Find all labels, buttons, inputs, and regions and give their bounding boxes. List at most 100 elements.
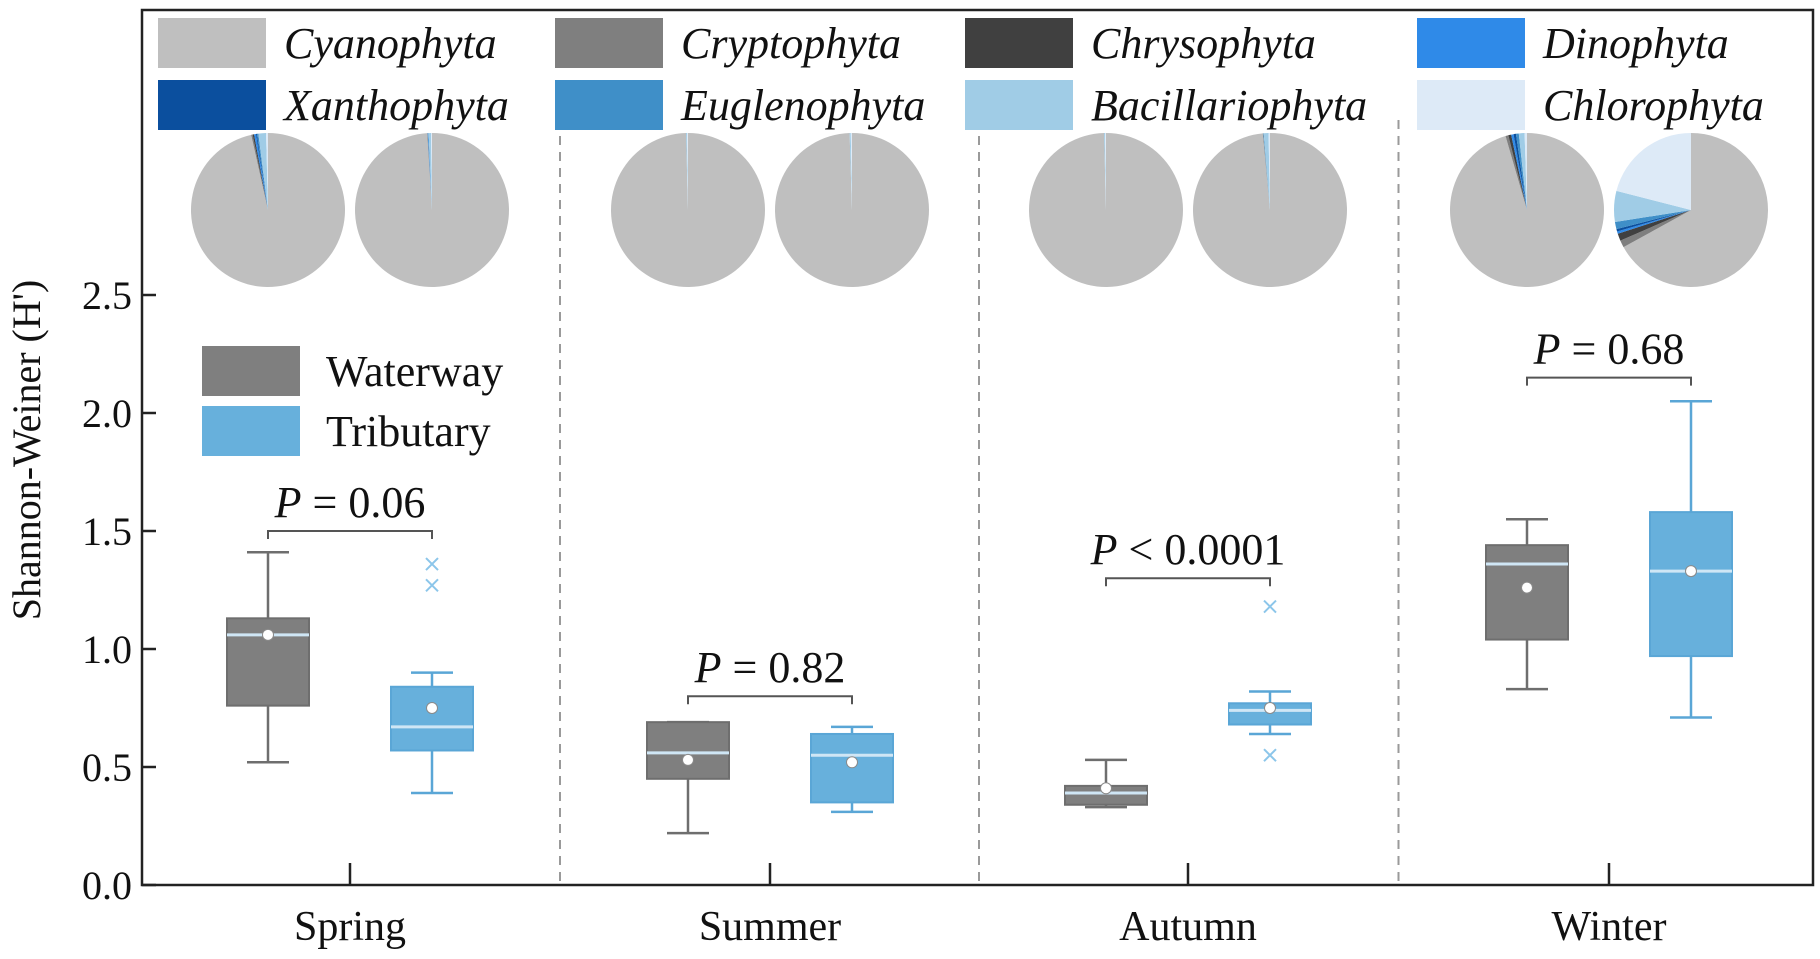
- box-iqr: [390, 685, 474, 752]
- p-value-text: = 0.06: [302, 478, 426, 527]
- legend-swatch-chlorophyta: [1417, 80, 1525, 130]
- mean-point: [682, 753, 694, 766]
- mean-point: [262, 628, 274, 641]
- legend-swatch-waterway: [202, 346, 300, 396]
- season-label-winter: Winter: [1552, 904, 1667, 950]
- p-symbol: P: [694, 643, 722, 692]
- pie-slice-dinophyta: [1617, 210, 1691, 234]
- box-iqr: [1649, 511, 1733, 658]
- pie-spring-tributary: [355, 133, 510, 288]
- pie-slice-euglenophyta: [256, 133, 268, 210]
- outlier-point: [425, 557, 439, 571]
- pie-charts: [191, 133, 1768, 288]
- pie-slice-chlorophyta: [1268, 133, 1270, 210]
- legend-label-chrysophyta: Chrysophyta: [1091, 19, 1316, 68]
- pie-slice-bacillariophyta: [1263, 133, 1270, 210]
- y-tick-label: 1.0: [82, 627, 132, 672]
- legend-swatch-tributary: [202, 406, 300, 456]
- pie-slice-euglenophyta: [428, 133, 432, 210]
- box-autumn-tributary: [1228, 599, 1312, 762]
- plot-frame: [140, 8, 1815, 887]
- box-winter-tributary: [1649, 399, 1733, 719]
- outlier-point: [425, 578, 439, 592]
- pie-slice-bacillariophyta: [1518, 133, 1527, 210]
- pie-slice-dinophyta: [1511, 134, 1527, 210]
- p-annotation-autumn: P < 0.0001: [1090, 525, 1286, 587]
- pie-slice-cyanophyta: [1623, 133, 1768, 287]
- pie-slice-bacillariophyta: [686, 133, 688, 210]
- pie-slice-cryptophyta: [1620, 210, 1691, 248]
- pie-slice-cryptophyta: [427, 133, 432, 210]
- season-label-spring: Spring: [294, 904, 406, 950]
- pie-slice-cryptophyta: [1505, 135, 1527, 210]
- pie-slice-chlorophyta: [1524, 133, 1527, 210]
- p-value-label: P = 0.82: [694, 643, 846, 692]
- legend-label-waterway: Waterway: [326, 347, 503, 396]
- pie-slice-cyanophyta: [1029, 133, 1184, 287]
- pie-slice-cyanophyta: [1193, 133, 1348, 287]
- outlier-point: [1263, 599, 1277, 614]
- legend-swatch-cyanophyta: [158, 18, 266, 68]
- pie-summer-tributary: [774, 133, 929, 287]
- significance-bracket: [267, 530, 433, 539]
- p-value-text: = 0.82: [722, 643, 846, 692]
- legend-swatch-bacillariophyta: [965, 80, 1073, 130]
- p-symbol: P: [1533, 325, 1561, 374]
- y-tick-label: 1.5: [82, 509, 132, 554]
- pie-slice-chrysophyta: [1617, 210, 1691, 241]
- pie-slice-bacillariophyta: [428, 133, 432, 210]
- pie-slice-euglenophyta: [1614, 210, 1691, 230]
- pie-autumn-tributary: [1193, 133, 1348, 287]
- pie-slice-chrysophyta: [252, 134, 268, 210]
- legend-label-cryptophyta: Cryptophyta: [681, 19, 901, 68]
- mean-point: [1100, 782, 1112, 795]
- pie-slice-dinophyta: [254, 133, 268, 210]
- pie-slice-cyanophyta: [355, 133, 510, 288]
- pie-slice-chlorophyta: [850, 133, 852, 210]
- significance-bracket: [1526, 376, 1692, 386]
- pie-slice-chlorophyta: [1105, 133, 1106, 210]
- legend-label-xanthophyta: Xanthophyta: [282, 81, 509, 130]
- pie-slice-cryptophyta: [1262, 133, 1270, 210]
- p-value-label: P = 0.68: [1533, 325, 1685, 374]
- pie-slice-xanthophyta: [1616, 210, 1691, 232]
- pie-slice-bacillariophyta: [1104, 133, 1106, 210]
- pie-slice-cyanophyta: [1450, 133, 1605, 288]
- pie-slice-cyanophyta: [611, 133, 766, 287]
- box-spring-tributary: [390, 557, 474, 795]
- box-summer-waterway: [646, 720, 730, 835]
- y-tick-label: 0.0: [82, 863, 132, 908]
- pie-slice-chlorophyta: [687, 133, 688, 210]
- legend-swatch-euglenophyta: [555, 80, 663, 130]
- mean-point: [1685, 565, 1697, 578]
- mean-point: [1264, 702, 1276, 714]
- box-winter-waterway: [1485, 517, 1569, 691]
- box-spring-waterway: [226, 550, 310, 764]
- p-annotation-spring: P = 0.06: [267, 478, 433, 539]
- p-value-label: P < 0.0001: [1090, 525, 1286, 574]
- legend-swatch-chrysophyta: [965, 18, 1073, 68]
- p-value-label: P = 0.06: [274, 478, 426, 527]
- p-annotation-winter: P = 0.68: [1526, 325, 1692, 386]
- p-value-text: = 0.68: [1561, 325, 1685, 374]
- y-axis-label: Shannon-Weiner (H'): [4, 280, 49, 621]
- pie-slice-euglenophyta: [1263, 133, 1270, 210]
- y-axis: 0.00.51.01.52.02.5: [82, 273, 156, 908]
- legend-label-chlorophyta: Chlorophyta: [1543, 81, 1764, 130]
- legend-label-bacillariophyta: Bacillariophyta: [1091, 81, 1367, 130]
- box-plots: [226, 399, 1733, 835]
- season-label-autumn: Autumn: [1119, 904, 1257, 950]
- y-tick-label: 2.5: [82, 273, 132, 318]
- y-tick-label: 0.5: [82, 745, 132, 790]
- legend-swatch-xanthophyta: [158, 80, 266, 130]
- pie-autumn-waterway: [1029, 133, 1184, 287]
- pie-slice-bacillariophyta: [849, 133, 852, 210]
- mean-point: [1521, 581, 1533, 594]
- pie-winter-waterway: [1450, 133, 1605, 288]
- p-symbol: P: [274, 478, 302, 527]
- legend-label-euglenophyta: Euglenophyta: [680, 81, 925, 130]
